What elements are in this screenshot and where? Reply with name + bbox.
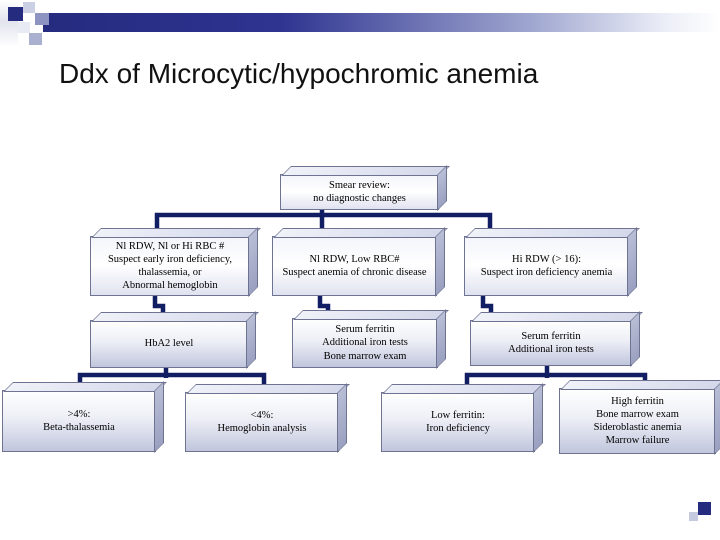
banner-gradient-bar — [43, 13, 720, 32]
box-beta-thalassemia-text: >4%: Beta-thalassemia — [43, 408, 115, 433]
logo-square-light-top — [23, 2, 35, 13]
box-ferritin-iron-tests: Serum ferritin Additional iron tests — [470, 320, 632, 366]
bottom-right-square-navy — [698, 502, 711, 515]
logo-square-medium-bottom — [29, 33, 42, 45]
box-hemoglobin-analysis-text: <4%: Hemoglobin analysis — [217, 409, 307, 434]
box-chronic-disease-text: Nl RDW, Low RBC# Suspect anemia of chron… — [282, 253, 427, 278]
box-suspect-iron-deficiency-text: Hi RDW (> 16): Suspect iron deficiency a… — [480, 253, 613, 278]
box-smear-review: Smear review: no diagnostic changes — [280, 174, 439, 210]
box-hemoglobin-analysis: <4%: Hemoglobin analysis — [185, 392, 339, 452]
box-early-iron-thalassemia: Nl RDW, Nl or Hi RBC # Suspect early iro… — [90, 236, 250, 296]
box-low-ferritin-text: Low ferritin: Iron deficiency — [426, 409, 490, 434]
page-title: Ddx of Microcytic/hypochromic anemia — [59, 58, 539, 89]
box-hba2-level-text: HbA2 level — [144, 338, 194, 350]
box-ferritin-iron-tests-text: Serum ferritin Additional iron tests — [508, 330, 594, 355]
box-high-ferritin-text: High ferritin Bone marrow exam Siderobla… — [593, 395, 682, 447]
box-high-ferritin: High ferritin Bone marrow exam Siderobla… — [559, 388, 716, 454]
box-hba2-level: HbA2 level — [90, 320, 248, 368]
box-chronic-disease: Nl RDW, Low RBC# Suspect anemia of chron… — [272, 236, 437, 296]
box-beta-thalassemia: >4%: Beta-thalassemia — [2, 390, 156, 452]
logo-square-navy — [8, 7, 23, 21]
box-ferritin-marrow-exam: Serum ferritin Additional iron tests Bon… — [292, 318, 438, 368]
logo-square-light-mid — [18, 22, 30, 33]
logo-square-medium-right — [35, 13, 49, 25]
box-smear-review-text: Smear review: no diagnostic changes — [313, 179, 406, 204]
bottom-right-square-light — [689, 512, 698, 521]
box-suspect-iron-deficiency: Hi RDW (> 16): Suspect iron deficiency a… — [464, 236, 629, 296]
box-ferritin-marrow-exam-text: Serum ferritin Additional iron tests Bon… — [322, 324, 408, 362]
box-early-iron-thalassemia-text: Nl RDW, Nl or Hi RBC # Suspect early iro… — [107, 240, 233, 292]
box-low-ferritin: Low ferritin: Iron deficiency — [381, 392, 535, 452]
